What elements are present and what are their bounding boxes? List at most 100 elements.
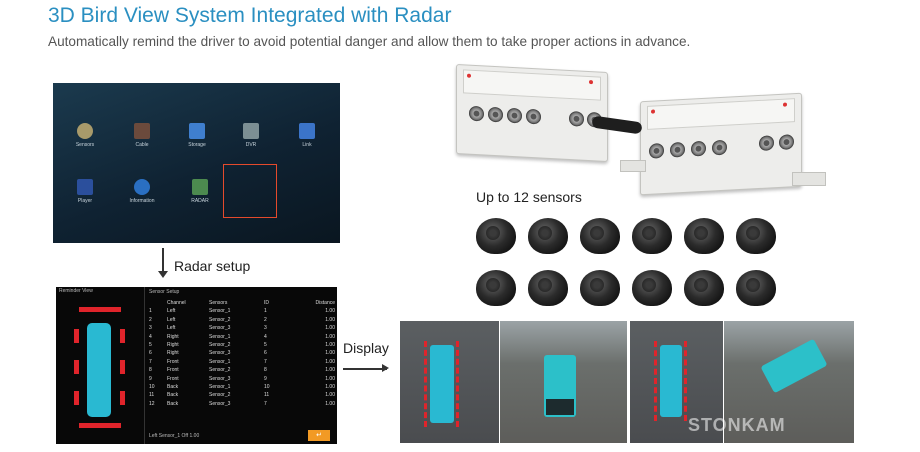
box-lid (463, 69, 601, 101)
table-cell: Front (167, 375, 179, 382)
control-box-1 (456, 64, 608, 162)
table-cell: Sensor_2 (209, 392, 231, 399)
ultrasonic-sensor (580, 270, 620, 306)
back-sensor-marker (93, 423, 107, 428)
table-cell: 1.00 (325, 384, 335, 391)
table-cell: Sensor_1 (209, 384, 231, 391)
app-radar[interactable]: RADAR (180, 179, 220, 204)
table-cell: 1.00 (325, 342, 335, 349)
app-sensors[interactable]: Sensors (65, 123, 105, 148)
app-player[interactable]: Player (65, 179, 105, 204)
column-header: Sensors (209, 300, 228, 306)
left-sensor-marker (74, 329, 79, 343)
sensors-count-label: Up to 12 sensors (476, 189, 582, 205)
table-cell: Sensor_2 (209, 342, 231, 349)
player-icon (77, 179, 93, 195)
ultrasonic-sensor (736, 218, 776, 254)
column-header: ID (264, 300, 269, 306)
ultrasonic-sensor (476, 218, 516, 254)
radar-setup-screen: Reminder View Sensor Setup Channel Senso… (56, 287, 337, 444)
left-warning-markers (424, 341, 431, 427)
confirm-button[interactable]: ↵ (308, 430, 330, 441)
connector-port (488, 106, 503, 123)
table-cell: 9 (264, 375, 267, 382)
table-cell: Sensor_2 (209, 316, 231, 323)
app-label: Information (129, 198, 155, 204)
page-title: 3D Bird View System Integrated with Rada… (48, 4, 452, 27)
app-link[interactable]: Link (287, 123, 327, 148)
app-label: Sensors (75, 142, 95, 148)
bus-3d-view (760, 338, 828, 394)
connector-port (569, 110, 584, 127)
front-sensor-marker (107, 307, 121, 312)
radar-icon (192, 179, 208, 195)
table-cell: 8 (264, 367, 267, 374)
table-cell: Right (167, 342, 179, 349)
table-cell: Sensor_1 (209, 308, 231, 315)
table-cell: Left (167, 325, 176, 332)
page-subtitle: Automatically remind the driver to avoid… (48, 34, 691, 49)
app-cable[interactable]: Cable (122, 123, 162, 148)
ultrasonic-sensor (632, 270, 672, 306)
screw (589, 79, 593, 85)
table-cell: Front (167, 367, 179, 374)
right-sensor-marker (120, 360, 125, 374)
selected-sensor-bar: Left Sensor_1 Off 1.00 (149, 433, 200, 439)
table-cell: 1.00 (325, 358, 335, 365)
table-cell: 7 (149, 358, 152, 365)
right-sensor-marker (120, 391, 125, 405)
table-cell: 5 (149, 342, 152, 349)
dashboard-screen: Sensors Cable Storage DVR Link Player In… (53, 83, 340, 243)
table-header-row: Channel Sensors ID Distance (149, 299, 335, 307)
ultrasonic-sensor (684, 218, 724, 254)
storage-icon (189, 123, 205, 139)
box-lid (647, 98, 795, 130)
app-label: DVR (245, 142, 257, 148)
table-cell: 1.00 (325, 316, 335, 323)
connector-port (526, 108, 541, 125)
left-sensor-marker (74, 391, 79, 405)
dvr-icon (243, 123, 259, 139)
table-cell: Right (167, 333, 179, 340)
table-cell: 1 (149, 308, 152, 315)
back-sensor-marker (79, 423, 93, 428)
display-label: Display (343, 340, 389, 356)
bird-view-camera-1 (400, 321, 499, 443)
3d-view-camera-1 (500, 321, 627, 443)
app-storage[interactable]: Storage (177, 123, 217, 148)
enter-arrow-icon: ↵ (316, 432, 322, 439)
table-cell: Sensor_3 (209, 400, 231, 407)
cable-icon (134, 123, 150, 139)
app-information[interactable]: Information (122, 179, 162, 204)
table-cell: 1.00 (325, 333, 335, 340)
reminder-view-panel: Reminder View (56, 287, 145, 444)
ultrasonic-sensor (736, 270, 776, 306)
arrow-right-icon (343, 365, 389, 371)
connector-port (507, 107, 522, 124)
bird-view-camera-2 (630, 321, 723, 443)
connector-port (670, 141, 685, 158)
table-cell: 1.00 (325, 392, 335, 399)
table-cell: 1.00 (325, 400, 335, 407)
table-cell: 2 (264, 316, 267, 323)
table-cell: Front (167, 358, 179, 365)
connector-port (779, 134, 794, 150)
link-icon (299, 123, 315, 139)
left-warning-markers (654, 341, 661, 421)
mounting-tab (620, 160, 646, 172)
table-cell: 1.00 (325, 350, 335, 357)
app-dvr[interactable]: DVR (231, 123, 271, 148)
connector-port (649, 142, 664, 159)
